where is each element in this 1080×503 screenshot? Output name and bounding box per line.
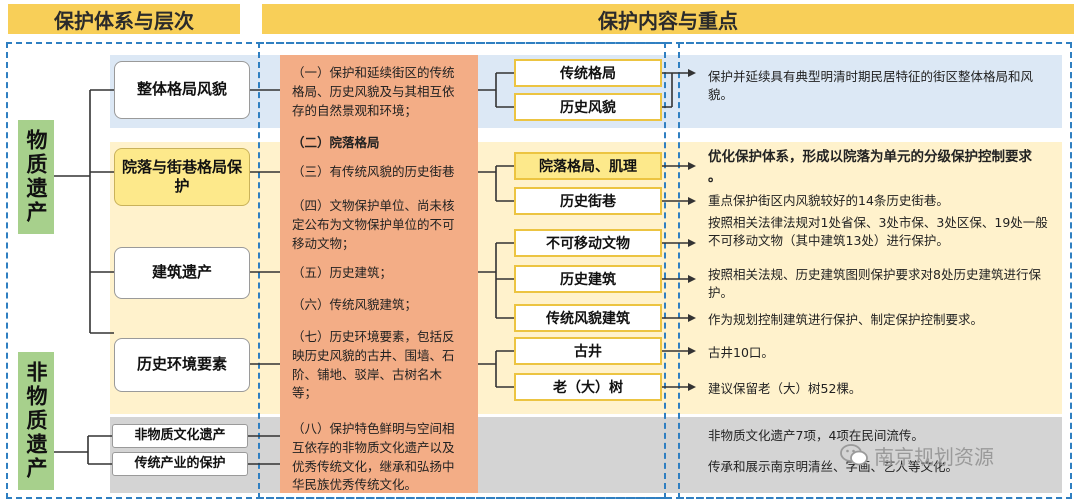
key-historic-street-label: 历史街巷 [560, 194, 616, 210]
key-old-tree-label: 老（大）树 [553, 380, 623, 396]
middle-item-3: （三）有传统风貌的历史街巷 [292, 164, 455, 179]
key-courtyard-texture: 院落格局、肌理 [514, 152, 662, 180]
middle-item-4: （四）文物保护单位、尚未核定公布为文物保护单位的不可移动文物； [292, 198, 455, 251]
desc-traditional-building: 作为规划控制建筑进行保护、制定保护控制要求。 [708, 312, 984, 327]
node-architectural-heritage: 建筑遗产 [114, 247, 250, 299]
node-courtyard-street-label: 院落与街巷格局保护 [121, 157, 242, 196]
key-traditional-building-label: 传统风貌建筑 [546, 311, 630, 327]
watermark-text: 南京规划资源 [874, 444, 994, 469]
desc-tree: 建议保留老（大）树52棵。 [708, 381, 862, 396]
category-intangible-label: 非物质遗产 [24, 361, 48, 481]
key-historic-street: 历史街巷 [514, 187, 662, 215]
node-overall-pattern: 整体格局风貌 [114, 61, 250, 119]
node-intangible-culture: 非物质文化遗产 [112, 424, 248, 448]
desc-street: 重点保护街区内风貌较好的14条历史街巷。 [708, 193, 949, 208]
header-right: 保护内容与重点 [262, 4, 1074, 34]
category-tangible: 物质遗产 [18, 120, 54, 234]
desc-well: 古井10口。 [708, 345, 774, 360]
key-ancient-well: 古井 [514, 337, 662, 365]
middle-panel [280, 55, 478, 493]
middle-item-5: （五）历史建筑； [292, 265, 393, 280]
node-overall-pattern-label: 整体格局风貌 [136, 80, 227, 99]
middle-item-2: （二）院落格局 [292, 135, 380, 150]
key-traditional-pattern: 传统格局 [514, 59, 662, 87]
node-historic-environment: 历史环境要素 [114, 338, 250, 392]
desc-courtyard: 优化保护体系，形成以院落为单元的分级保护控制要求 。 [708, 149, 1032, 185]
key-traditional-building: 传统风貌建筑 [514, 304, 662, 332]
desc-intangible-2: 传承和展示南京明清丝、字画、艺人等文化。 [708, 459, 959, 474]
middle-item-1: （一）保护和延续街区的传统格局、历史风貌及与其相互依存的自然景观和环境； [292, 65, 455, 118]
node-traditional-industry-label: 传统产业的保护 [134, 455, 226, 471]
desc-relic: 按照相关法律法规对1处省保、3处市保、3处区保、19处一般不可移动文物（其中建筑… [708, 215, 1048, 249]
node-courtyard-street: 院落与街巷格局保护 [114, 148, 250, 206]
middle-item-7: （七）历史环境要素，包括反映历史风貌的古井、围墙、石阶、铺地、驳岸、古树名木等； [292, 329, 455, 401]
key-historic-style-label: 历史风貌 [560, 100, 616, 116]
category-intangible: 非物质遗产 [18, 352, 54, 490]
header-left-title: 保护体系与层次 [54, 8, 194, 33]
key-historic-building-label: 历史建筑 [560, 272, 616, 288]
desc-pattern: 保护并延续具有典型明清时期民居特征的街区整体格局和风貌。 [708, 69, 1034, 103]
middle-item-8: （八）保护特色鲜明与空间相互依存的非物质文化遗产以及优秀传统文化，继承和弘扬中华… [292, 421, 455, 493]
key-immovable-relic-label: 不可移动文物 [546, 236, 630, 252]
desc-intangible-1: 非物质文化遗产7项，4项在民间流传。 [708, 428, 924, 443]
watermark: 南京规划资源 [840, 440, 1060, 470]
middle-item-6: （六）传统风貌建筑； [292, 297, 418, 312]
desc-historic-building: 按照相关法规、历史建筑图则保护要求对8处历史建筑进行保护。 [708, 267, 1041, 301]
key-ancient-well-label: 古井 [574, 344, 602, 360]
node-traditional-industry: 传统产业的保护 [112, 452, 248, 476]
key-old-tree: 老（大）树 [514, 373, 662, 401]
key-traditional-pattern-label: 传统格局 [560, 66, 616, 82]
node-intangible-culture-label: 非物质文化遗产 [134, 427, 226, 443]
wechat-icon [840, 444, 868, 466]
key-historic-style: 历史风貌 [514, 93, 662, 121]
node-historic-environment-label: 历史环境要素 [136, 355, 227, 374]
key-historic-building: 历史建筑 [514, 265, 662, 293]
header-left: 保护体系与层次 [8, 4, 240, 34]
category-tangible-label: 物质遗产 [24, 129, 48, 225]
key-immovable-relic: 不可移动文物 [514, 229, 662, 257]
node-architectural-heritage-label: 建筑遗产 [151, 263, 212, 282]
header-right-title: 保护内容与重点 [598, 8, 738, 33]
key-courtyard-texture-label: 院落格局、肌理 [539, 159, 637, 175]
